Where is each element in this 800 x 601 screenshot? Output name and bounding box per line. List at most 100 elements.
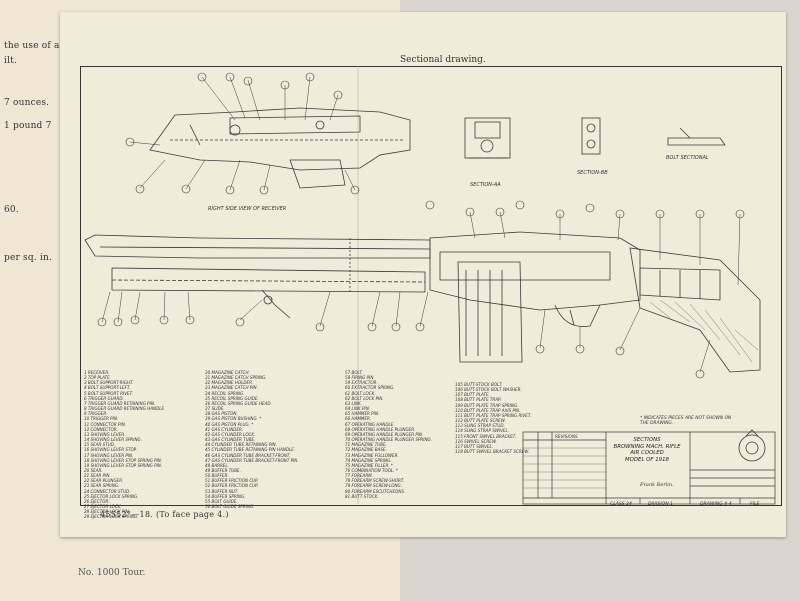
part-entry: 41 GAS CYLINDER. [205,426,244,432]
plate-border [80,66,782,506]
title-line: BROWNING MACH. RIFLE [613,443,681,450]
part-entry: 2 TOP PLATE. [84,375,112,381]
part-entry: 52 BUFFER FRICTION CUP. [205,483,259,489]
parts-list-col-3: 57 BOLT. 58 FIRING PIN. 59 EXTRACTOR. 60… [345,370,432,499]
part-entry: 75 MAGAZINE FILLER. * [345,462,393,468]
part-entry: 110 BUTT PLATE TRAP AXIS PIN. [455,407,521,413]
part-entry: 76 COMBINATION TOOL. * [345,467,398,473]
signature: Frank Berlin. [640,482,674,488]
margin-line: 60. [4,205,19,215]
callout-bubbles [125,72,360,195]
part-entry: 23 SEAR SPRING. [84,483,120,489]
part-entry: 107 BUTT PLATE. [455,392,490,398]
part-entry: 116 SWIVEL SCREW. [455,438,497,444]
section-bb-view [581,117,601,155]
part-entry: 8 TRIGGER GUARD RETAINING HANDLE. [84,406,166,412]
title-block-title: SECTIONS BROWNING MACH. RIFLE AIR COOLED… [607,437,687,463]
part-entry: 77 FOREARM. [345,473,373,479]
part-entry: 3 BOLT SUPPORT-RIGHT. [84,380,134,386]
foldout-plate [60,12,786,537]
part-entry: 36 RECOIL SPRING GUIDE HEAD. [205,400,272,406]
part-entry: 7 TRIGGER GUARD RETAINING PIN. [84,400,156,406]
part-entry: 70 OPERATING HANDLE PLUNGER SPRING. [345,437,433,443]
part-entry: 73 MAGAZINE FOLLOWER. [345,452,399,458]
section-bb-caption: SECTION-BB [577,170,608,176]
part-entry: 55 BOLT GUIDE. [205,498,238,504]
title-block-frame [522,431,776,505]
part-entry: 117 BUTT SWIVEL. [455,443,494,449]
part-entry: 60 EXTRACTOR SPRING. [345,385,395,391]
part-entry: 51 BUFFER FRICTION CUP. [205,478,259,484]
stock-hatching [649,299,759,363]
part-entry: 6 TRIGGER GUARD. [84,395,124,401]
part-entry: 67 OPERATING HANDLE. [345,421,395,427]
plate-footer: 45552°—18. (To face page 4.) [100,510,229,519]
section-aa-caption: SECTION-AA [470,182,501,188]
parts-list-col-1: 1 RECEIVER. 2 TOP PLATE. 3 BOLT SUPPORT-… [84,370,165,520]
part-entry: 56 BOLT GUIDE SPRING. [205,504,255,510]
part-entry: 4 BOLT SUPPORT-LEFT. [84,385,131,391]
part-entry: 115 FRONT SWIVEL BRACKET. [455,433,517,439]
part-entry: 33 MAGAZINE CATCH PIN. [205,385,258,391]
part-entry: 34 RECOIL SPRING. [205,390,245,396]
bolt-sectional-view [667,127,726,146]
part-entry: 13 SHOVING LEVER. [84,431,126,437]
part-entry: 1 RECEIVER. [84,370,110,375]
part-entry: 106 BUTT-STOCK BOLT WASHER. [455,387,522,393]
part-entry: 48 BARREL. [205,462,229,468]
class-label: CLASS 34 [610,502,632,507]
part-entry: 11 CONNECTOR PIN. [84,421,127,427]
part-entry: 69 OPERATING HANDLE PLUNGER PIN. [345,431,424,437]
part-entry: 114 SLING STRAP SWIVEL. [455,428,510,434]
asterisk-note: * INDICATES PIECES ARE NOT SHOWN ON THE … [640,416,732,426]
part-entry: 38 GAS PISTON. [205,411,238,417]
part-entry: 61 BOLT LOCK. [345,390,376,396]
part-entry: 15 SEAR STUD. [84,442,116,448]
part-entry: 53 BUFFER NUT. [205,488,239,494]
file-label: FILE [750,502,760,507]
part-entry: 26 EJECTOR. [84,498,110,504]
section-aa-view [464,117,511,159]
part-entry: 30 MAGAZINE CATCH. [205,370,250,375]
part-entry: 39 GAS PISTON BUSHING. * [205,416,262,422]
part-entry: 62 BOLT LOCK PIN. [345,395,384,401]
part-entry: 63 LINK. [345,400,363,406]
rifle-sectional-view [84,231,761,373]
part-entry: 12 CONNECTOR. [84,426,119,432]
bolt-sectional-caption: BOLT SECTIONAL [666,155,709,161]
part-entry: 66 HAMMER. [345,416,372,422]
part-entry: 19 SHOVING LEVER STOP SPRING PIN. [84,462,163,468]
part-entry: 50 BUFFER. [205,473,229,479]
part-entry: 68 OPERATING HANDLE PLUNGER. [345,426,416,432]
part-entry: 58 FIRING PIN. [345,375,375,381]
part-entry: 111 BUTT PLATE TRAP SPRING RIVET. [455,412,532,418]
title-line: MODEL OF 1918 [625,456,669,463]
title-line: AIR COOLED [630,450,664,457]
margin-line: ilt. [4,56,18,66]
part-entry: 17 SHOVING LEVER PIN. [84,452,134,458]
part-entry: 49 BUFFER TUBE. [205,467,241,473]
parts-list-col-4: 105 BUTT-STOCK BOLT. 106 BUTT-STOCK BOLT… [455,382,531,454]
part-entry: 22 SEAR PLUNGER. [84,478,124,484]
part-entry: 108 BUTT PLATE TRAP. [455,397,502,403]
part-entry: 21 SEAR PIN. [84,473,111,479]
right-side-view-caption: RIGHT SIDE VIEW OF RECEIVER [208,206,287,212]
part-entry: 72 MAGAZINE BASE. [345,447,387,453]
part-entry: 118 BUTT SWIVEL BRACKET SCREW. [455,449,530,455]
part-entry: 28 EJECTOR LOCK PIN. [84,509,130,515]
part-entry: 16 SHOVING LEVER STOP. [84,447,137,453]
part-entry: 40 GAS PISTON PLUG. * [205,421,254,427]
part-entry: 25 EJECTOR LOCK SPRING. [84,493,139,499]
part-entry: 18 SHOVING LEVER STOP SPRING PIN. [84,457,163,463]
margin-line: 1 pound 7 [4,121,52,131]
part-entry: 27 EJECTOR LOCK. [84,504,122,510]
part-entry: 43 GAS CYLINDER TUBE. [205,437,256,443]
part-entry: 47 GAS CYLINDER TUBE BRACKET-FRONT PIN. [205,457,299,463]
part-entry: 59 EXTRACTOR. [345,380,378,386]
part-entry: 9 TRIGGER. [84,411,108,417]
part-entry: 109 BUTT PLATE TRAP SPRING. [455,402,519,408]
part-entry: 57 BOLT. [345,370,363,375]
part-entry: 42 GAS CYLINDER LOCK. [205,431,256,437]
